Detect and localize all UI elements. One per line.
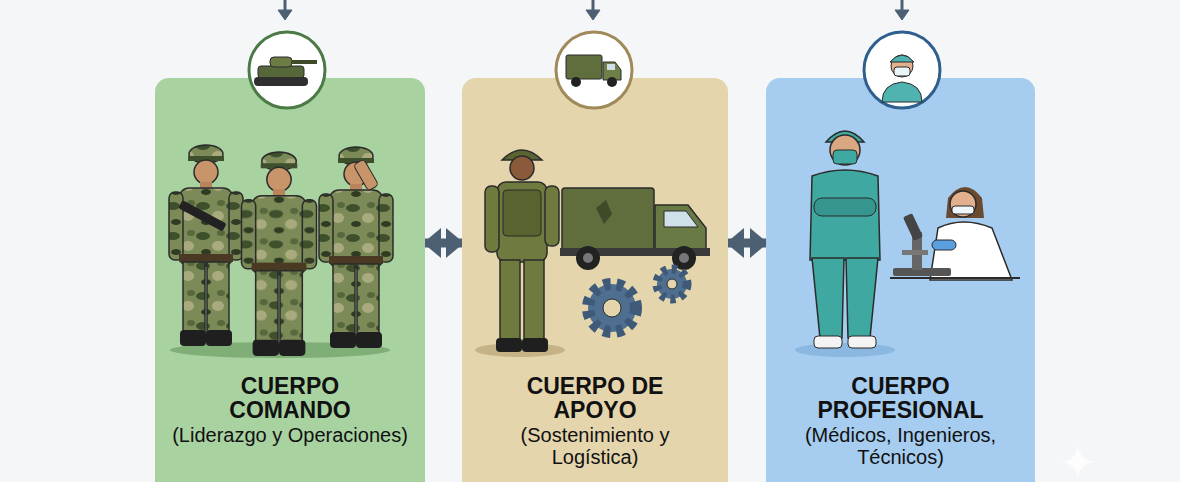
panel-subtitle: (Liderazgo y Operaciones) [170, 424, 410, 446]
panel-text-block: CUERPO PROFESIONAL(Médicos, Ingenieros, … [766, 374, 1035, 468]
top-arrows [278, 0, 909, 20]
doctor-icon [864, 32, 940, 108]
panel-subtitle: (Sostenimiento y Logística) [477, 424, 713, 468]
panel-text-block: CUERPO COMANDO(Liderazgo y Operaciones) [155, 374, 425, 446]
panel-subtitle: (Médicos, Ingenieros, Técnicos) [776, 424, 1026, 468]
sparkle-watermark [1062, 446, 1094, 478]
panel-heading: CUERPO PROFESIONAL [791, 374, 1011, 422]
soldiers-illustration [169, 145, 393, 358]
panel-heading: CUERPO DE APOYO [495, 374, 695, 422]
medical-illustration [795, 131, 1020, 357]
panel-text-block: CUERPO DE APOYO(Sostenimiento y Logístic… [462, 374, 728, 468]
double-arrow-connector [728, 239, 766, 248]
corps-panel: CUERPO COMANDO(Liderazgo y Operaciones) [155, 78, 425, 482]
logistics-illustration [475, 150, 710, 357]
corps-panel: CUERPO DE APOYO(Sostenimiento y Logístic… [462, 78, 728, 482]
tank-icon [249, 32, 325, 108]
double-arrow-connector [425, 239, 462, 248]
truck-icon [556, 32, 632, 108]
corps-panel: CUERPO PROFESIONAL(Médicos, Ingenieros, … [766, 78, 1035, 482]
panel-heading: CUERPO COMANDO [190, 374, 390, 422]
